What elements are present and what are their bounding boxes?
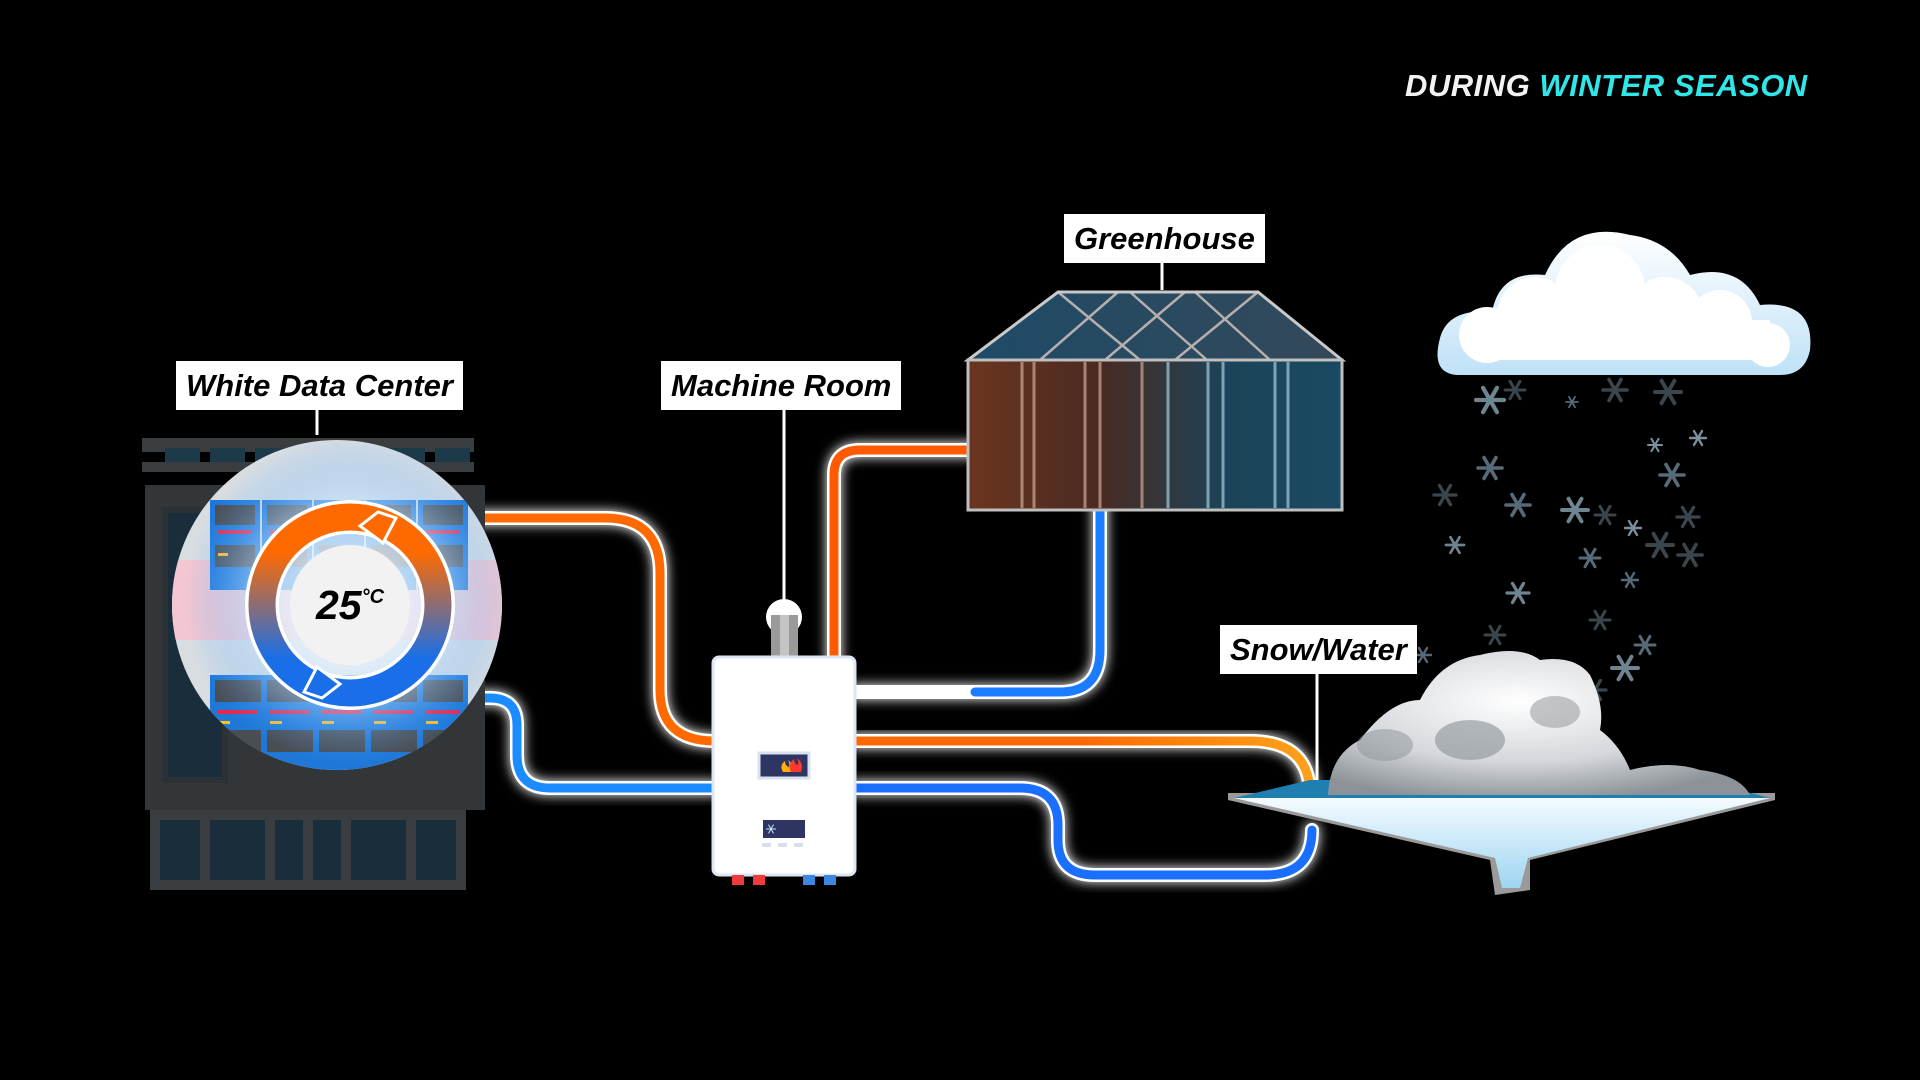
heating-flame-icon — [781, 758, 802, 772]
temperature-unit: °C — [361, 586, 385, 608]
snow-cloud-icon — [1437, 231, 1811, 375]
label-white-data-center: White Data Center — [176, 361, 463, 410]
label-machine-room: Machine Room — [661, 361, 902, 410]
pipe-machine-room-cold-to-dc — [463, 691, 722, 795]
pipes — [453, 443, 1319, 882]
hot-connectors — [732, 875, 765, 885]
greenhouse-building — [963, 260, 1347, 512]
headline-prefix: DURING — [1405, 68, 1531, 103]
machine-room-unit — [711, 405, 857, 885]
pipe-machine-room-hot-to-greenhouse — [827, 443, 1027, 667]
temperature-cycle-badge — [245, 500, 455, 710]
data-center-temperature: 25°C — [316, 582, 384, 629]
temperature-value: 25 — [316, 582, 362, 628]
snow-water-basin — [1228, 651, 1775, 895]
pipe-dc-hot-to-machine-room — [453, 511, 722, 748]
cold-connectors — [803, 875, 836, 885]
season-headline: DURING WINTER SEASON — [1405, 68, 1808, 104]
cycle-arrow-cold-icon — [301, 664, 343, 700]
label-greenhouse: Greenhouse — [1064, 214, 1265, 263]
cycle-arrow-hot-icon — [357, 510, 399, 546]
pipe-greenhouse-return-to-machine-room — [848, 498, 1107, 699]
headline-season: WINTER SEASON — [1539, 68, 1808, 103]
label-snow-water: Snow/Water — [1220, 625, 1417, 674]
pipe-snow-cold-to-machine-room — [848, 781, 1319, 882]
snowfall — [1413, 377, 1708, 702]
